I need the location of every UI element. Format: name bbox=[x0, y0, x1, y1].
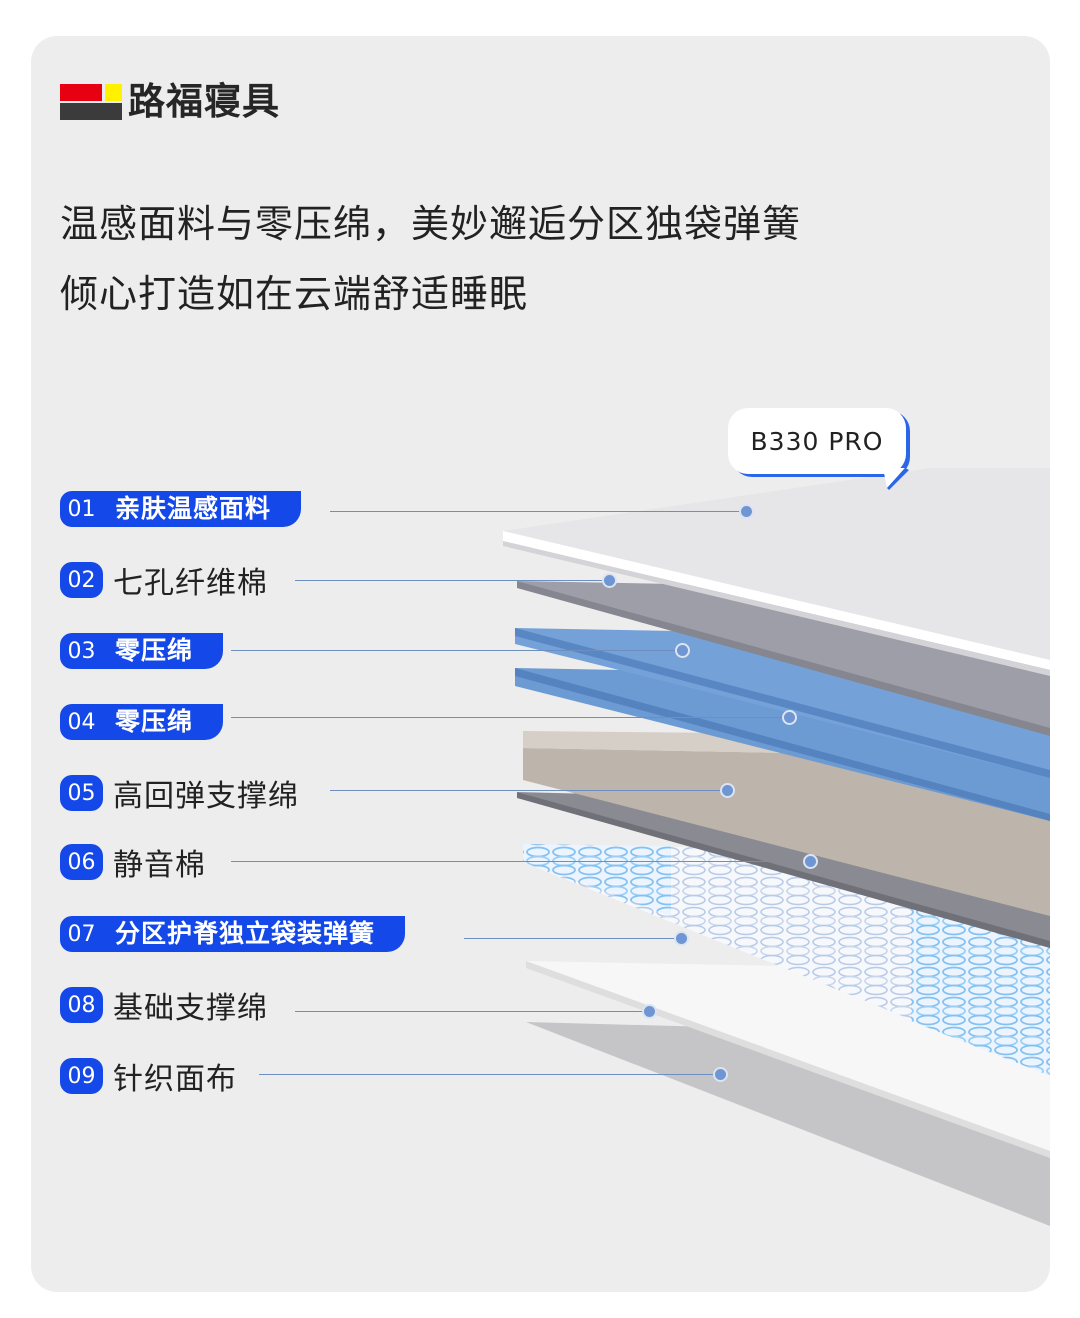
layer-label-07: 07 分区护脊独立袋装弹簧 bbox=[60, 916, 406, 952]
leader-dot-03 bbox=[675, 643, 690, 658]
layer-number-badge: 02 bbox=[60, 562, 103, 598]
layer-label-08: 08 基础支撑绵 bbox=[60, 987, 268, 1026]
headline: 温感面料与零压绵，美妙邂逅分区独袋弹簧 倾心打造如在云端舒适睡眠 bbox=[60, 202, 960, 342]
layer-label-04: 04 零压绵 bbox=[60, 704, 224, 740]
layer-name: 亲肤温感面料 bbox=[103, 491, 302, 527]
layer-name: 七孔纤维棉 bbox=[113, 566, 268, 601]
leader-line-01 bbox=[330, 511, 746, 512]
headline-line-2: 倾心打造如在云端舒适睡眠 bbox=[60, 272, 529, 316]
layer-name: 高回弹支撑绵 bbox=[113, 779, 299, 814]
leader-dot-08 bbox=[642, 1004, 657, 1019]
leader-line-04 bbox=[231, 717, 789, 718]
brand-mark-icon bbox=[60, 84, 122, 120]
leader-line-07 bbox=[464, 938, 681, 939]
layer-label-03: 03 零压绵 bbox=[60, 633, 224, 669]
layer-number-badge: 06 bbox=[60, 844, 103, 880]
layer-name: 针织面布 bbox=[113, 1062, 237, 1097]
layer-number-badge: 07 bbox=[60, 916, 103, 952]
leader-dot-05 bbox=[720, 783, 735, 798]
leader-line-05 bbox=[330, 790, 727, 791]
brand-logo: 路福寝具 bbox=[60, 82, 280, 122]
leader-line-03 bbox=[231, 650, 682, 651]
mattress-layers-illustration bbox=[503, 468, 1050, 1226]
leader-line-09 bbox=[259, 1074, 720, 1075]
layer-number-badge: 09 bbox=[60, 1058, 103, 1094]
layer-name: 静音棉 bbox=[113, 848, 206, 883]
layer-name: 零压绵 bbox=[103, 633, 224, 669]
model-badge: B330 PRO bbox=[728, 408, 906, 474]
headline-line-1: 温感面料与零压绵，美妙邂逅分区独袋弹簧 bbox=[60, 202, 802, 246]
layer-number-badge: 01 bbox=[60, 491, 103, 527]
model-name: B330 PRO bbox=[750, 426, 884, 456]
leader-line-06 bbox=[231, 861, 810, 862]
product-card: 路福寝具 温感面料与零压绵，美妙邂逅分区独袋弹簧 倾心打造如在云端舒适睡眠 bbox=[31, 36, 1050, 1292]
leader-dot-09 bbox=[713, 1067, 728, 1082]
layer-name: 零压绵 bbox=[103, 704, 224, 740]
leader-line-08 bbox=[295, 1011, 649, 1012]
layer-number-badge: 08 bbox=[60, 987, 103, 1023]
leader-dot-07 bbox=[674, 931, 689, 946]
brand-name: 路福寝具 bbox=[128, 80, 280, 123]
badge-tail-icon bbox=[883, 468, 909, 490]
layer-01-cooling-fabric bbox=[503, 468, 1050, 668]
leader-dot-01 bbox=[739, 504, 754, 519]
layer-label-09: 09 针织面布 bbox=[60, 1058, 237, 1097]
layer-label-01: 01 亲肤温感面料 bbox=[60, 491, 302, 527]
layer-name: 基础支撑绵 bbox=[113, 991, 268, 1026]
layer-number-badge: 03 bbox=[60, 633, 103, 669]
leader-dot-02 bbox=[602, 573, 617, 588]
leader-line-02 bbox=[295, 580, 609, 581]
layer-label-02: 02 七孔纤维棉 bbox=[60, 562, 268, 601]
leader-dot-04 bbox=[782, 710, 797, 725]
layer-number-badge: 05 bbox=[60, 775, 103, 811]
layer-number-badge: 04 bbox=[60, 704, 103, 740]
layer-label-05: 05 高回弹支撑绵 bbox=[60, 775, 299, 814]
layer-label-06: 06 静音棉 bbox=[60, 844, 206, 883]
leader-dot-06 bbox=[803, 854, 818, 869]
layer-name: 分区护脊独立袋装弹簧 bbox=[103, 916, 406, 952]
